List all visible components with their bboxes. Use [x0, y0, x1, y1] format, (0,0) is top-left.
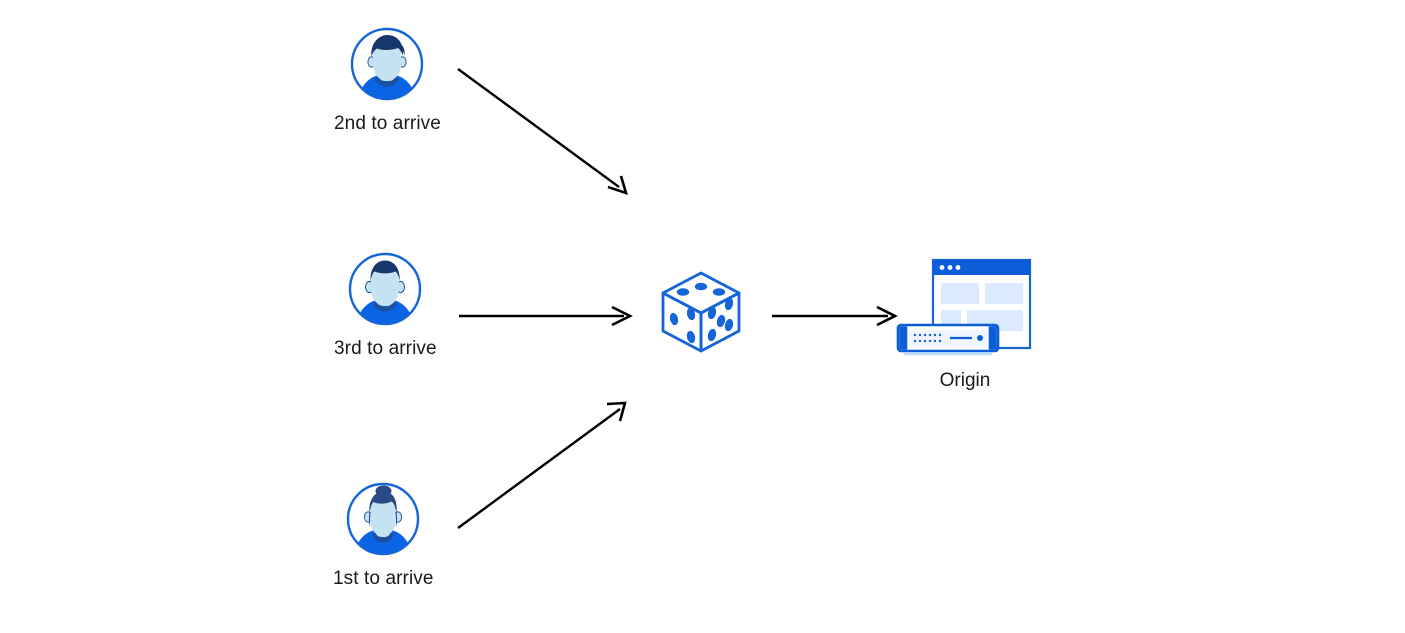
- node-label-user-2nd: 2nd to arrive: [334, 113, 441, 134]
- edge-user3-dice: [459, 305, 633, 327]
- edge-dice-origin: [772, 305, 898, 327]
- node-dice: [655, 265, 747, 357]
- dice-icon: [655, 265, 747, 357]
- user-avatar-icon: [349, 26, 425, 102]
- node-origin: Origin: [890, 255, 1040, 392]
- origin-server-icon: [890, 255, 1040, 360]
- user-avatar-icon: [345, 481, 421, 557]
- edge-user2-dice: [457, 68, 628, 196]
- node-label-user-3rd: 3rd to arrive: [334, 338, 437, 359]
- user-avatar-icon: [347, 251, 423, 327]
- node-user-3rd: 3rd to arrive: [334, 251, 437, 358]
- node-user-2nd: 2nd to arrive: [334, 26, 441, 133]
- node-user-1st: 1st to arrive: [333, 481, 434, 588]
- node-label-user-1st: 1st to arrive: [333, 568, 434, 589]
- edge-user1-dice: [457, 401, 627, 529]
- node-label-origin: Origin: [939, 370, 991, 391]
- server-device: [896, 323, 1000, 356]
